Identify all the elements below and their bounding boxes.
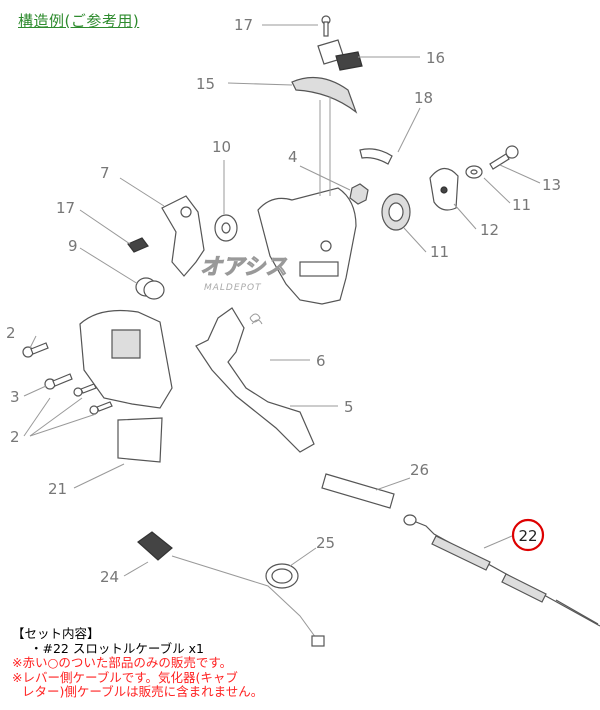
label-2-top: 2	[6, 324, 16, 342]
label-22: 22	[518, 527, 537, 545]
watermark-logo: オアシス MALDEPOT	[196, 250, 306, 298]
part-16-lever-knob	[317, 39, 363, 71]
label-15: 15	[196, 75, 215, 93]
label-9: 9	[68, 237, 78, 255]
label-13: 12	[480, 221, 499, 239]
part-9-bushing	[135, 277, 165, 300]
part-2-screw-lower-a	[73, 383, 97, 397]
leader-lines	[23, 24, 541, 577]
label-4: 4	[288, 148, 298, 166]
label-18: 17	[56, 199, 75, 217]
notes-block: 【セット内容】 ・#22 スロットルケーブル x1 ※赤い○のついた部品のみの販…	[12, 626, 264, 700]
part-11-friction-disc	[381, 193, 411, 231]
part-22-throttle-cable	[403, 514, 600, 627]
label-21: 21	[48, 480, 67, 498]
part-17-screw	[321, 15, 331, 37]
highlighted-part-22: 22	[511, 518, 545, 552]
label-11: 11	[430, 243, 449, 261]
svg-text:オアシス: オアシス	[200, 255, 287, 280]
watermark-logo-graphic: オアシス MALDEPOT	[200, 255, 288, 294]
notes-warning-2b: レター)側ケーブルは販売に含まれません。	[22, 684, 264, 699]
part-25-clamp	[265, 563, 299, 589]
part-left-case	[79, 309, 173, 409]
label-20: 18	[414, 89, 433, 107]
label-12: 11	[512, 196, 531, 214]
part-21-sheet	[117, 417, 163, 463]
part-20-spring	[359, 148, 393, 165]
part-2-screw-left	[22, 342, 49, 358]
label-16: 16	[426, 49, 445, 67]
label-26: 26	[410, 461, 429, 479]
part-6-spring	[249, 313, 263, 325]
label-25: 25	[316, 534, 335, 552]
part-5-throttle-lever	[195, 307, 315, 453]
part-main-housing	[257, 187, 357, 305]
notes-item: ・#22 スロットルケーブル x1	[30, 640, 204, 656]
notes-heading: 【セット内容】	[12, 626, 100, 641]
label-10: 10	[212, 138, 231, 156]
label-6: 6	[316, 352, 326, 370]
part-24-switch-wire	[137, 531, 325, 647]
part-13-plate	[429, 167, 459, 211]
label-14: 13	[542, 176, 561, 194]
label-3: 3	[10, 388, 20, 406]
highlight-circle	[511, 518, 545, 552]
label-17: 17	[234, 16, 253, 34]
part-4-nut	[349, 183, 369, 205]
part-number-labels: 17 16 15 18 10 4 7 13 11 17 12 9 11 2 6 …	[6, 16, 561, 586]
diagram-title: 構造例(ご参考用)	[18, 12, 140, 30]
part-10-collar	[214, 214, 238, 242]
svg-text:MALDEPOT: MALDEPOT	[204, 283, 262, 293]
part-14-screw	[489, 145, 519, 170]
part-26-pin	[321, 473, 395, 509]
part-7-bracket	[161, 195, 205, 277]
label-2-bottom: 2	[10, 428, 20, 446]
part-15-cover	[291, 76, 358, 114]
part-2-screw-lower-b	[89, 401, 113, 415]
label-7: 7	[100, 164, 110, 182]
part-12-washer	[465, 165, 483, 179]
notes-warning-2a: ※レバー側ケーブルです。気化器(キャブ	[12, 669, 238, 685]
label-24: 24	[100, 568, 119, 586]
label-5: 5	[344, 398, 354, 416]
part-18-clip	[127, 237, 149, 253]
part-3-screw	[44, 373, 73, 390]
notes-warning-1: ※赤い○のついた部品のみの販売です。	[12, 655, 233, 670]
